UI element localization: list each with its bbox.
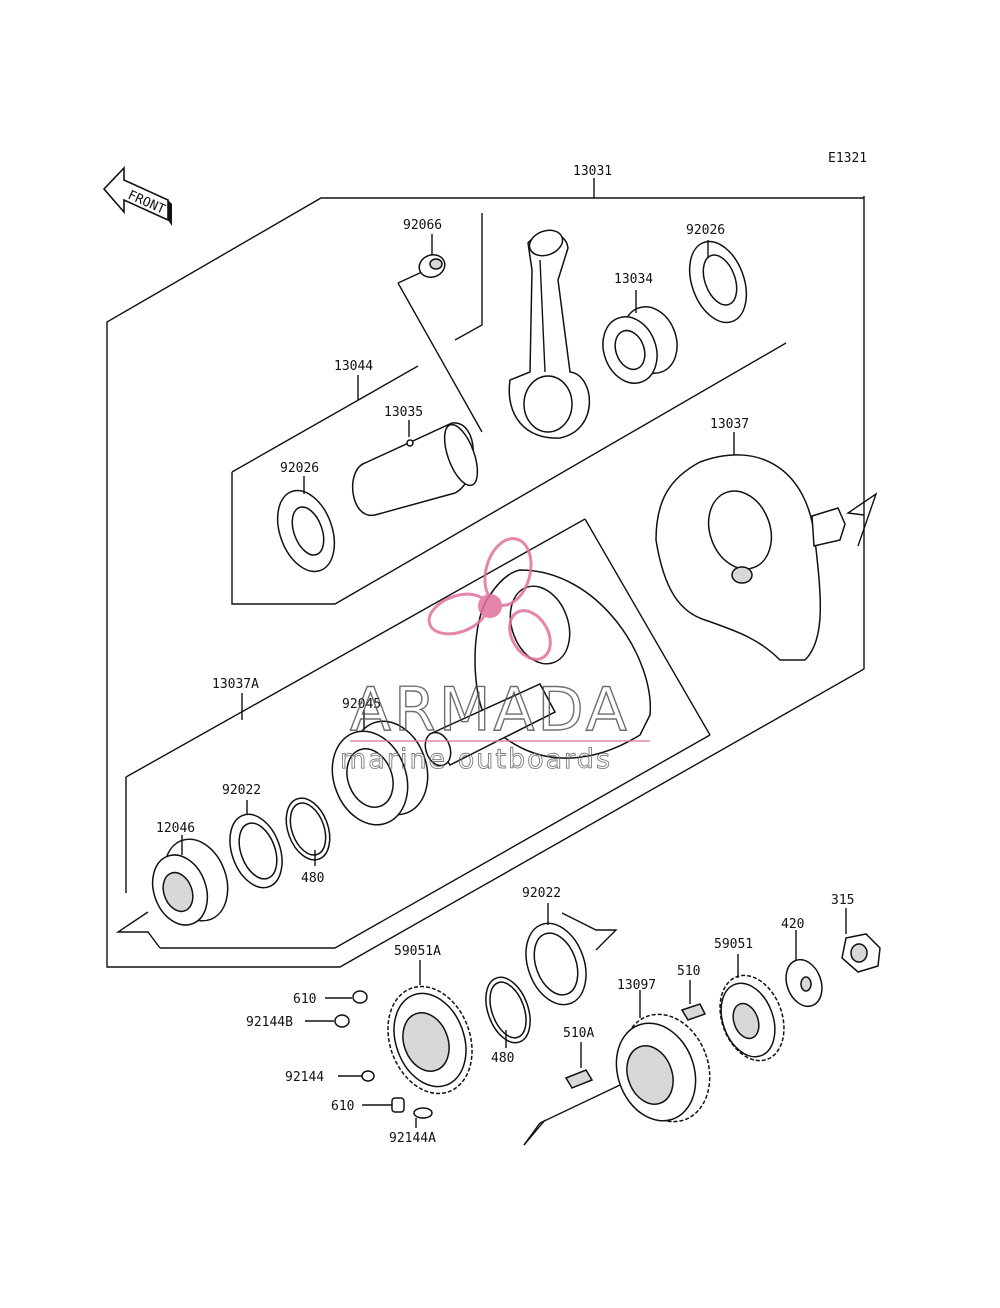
label-13037: 13037 [710,417,749,432]
con-rod-subgroup-outline [231,213,787,605]
label-315: 315 [831,893,854,908]
pin-610-lower [362,1097,405,1113]
assembly-outline [106,178,865,968]
crank-pin-13035 [351,420,479,516]
spring-92144 [338,1070,375,1082]
label-13037A: 13037A [212,677,259,692]
label-92144A: 92144A [389,1131,436,1146]
label-13034: 13034 [614,272,653,287]
label-610-lower: 610 [331,1099,354,1114]
label-480-top: 480 [301,871,324,886]
label-13031: 13031 [573,164,612,179]
label-92026-left: 92026 [280,461,319,476]
label-610-top: 610 [293,992,316,1007]
washer-92022-top [229,800,283,889]
diagram-code: E1321 [828,151,867,166]
washer-92022-lower [525,903,587,1006]
connecting-rod [508,229,591,439]
key-510 [680,980,707,1021]
label-92144B: 92144B [246,1015,293,1030]
label-13044: 13044 [334,359,373,374]
label-92045: 92045 [342,697,381,712]
label-59051: 59051 [714,937,753,952]
bushing-92066 [418,234,446,279]
label-420: 420 [781,917,804,932]
washer-92026-left [276,476,336,573]
sprocket-12046 [151,835,229,926]
ball-bearing-92045 [331,710,429,826]
label-12046: 12046 [156,821,195,836]
spring-92144B [305,1014,350,1028]
watermark: ARMADA marine outboards [340,537,650,775]
watermark-brand: ARMADA [350,675,630,745]
nut-315 [841,908,881,973]
label-92022-top: 92022 [222,783,261,798]
watermark-tagline: marine outboards [340,744,612,775]
label-92022-lower: 92022 [522,886,561,901]
washer-92026-top [688,240,748,324]
label-13097: 13097 [617,978,656,993]
washer-420 [785,930,823,1008]
spring-92144A [413,1107,433,1128]
crank-subgroup-outline [115,518,711,949]
crank-web-13037A [424,569,651,767]
crank-web-13037 [655,454,846,661]
needle-bearing-13034 [602,290,678,384]
label-510: 510 [677,964,700,979]
label-13035: 13035 [384,405,423,420]
key-510A [564,1042,594,1089]
gear-59051A [387,960,473,1095]
front-arrow-icon: FRONT [102,166,172,226]
label-59051A: 59051A [394,944,441,959]
label-480-lower: 480 [491,1051,514,1066]
circlip-480-top [285,797,331,866]
label-510A: 510A [563,1026,594,1041]
gear-13097 [615,990,711,1123]
pin-610-top [325,990,368,1004]
lower-assembly-outline [523,912,621,1146]
part-labels: 13031 92066 92026 13034 13044 13035 9202… [156,164,854,1146]
label-92144: 92144 [285,1070,324,1085]
label-92026-top: 92026 [686,223,725,238]
circlip-480-lower [485,976,531,1048]
label-92066: 92066 [403,218,442,233]
propeller-logo-icon [427,537,552,661]
gear-59051 [719,954,785,1062]
